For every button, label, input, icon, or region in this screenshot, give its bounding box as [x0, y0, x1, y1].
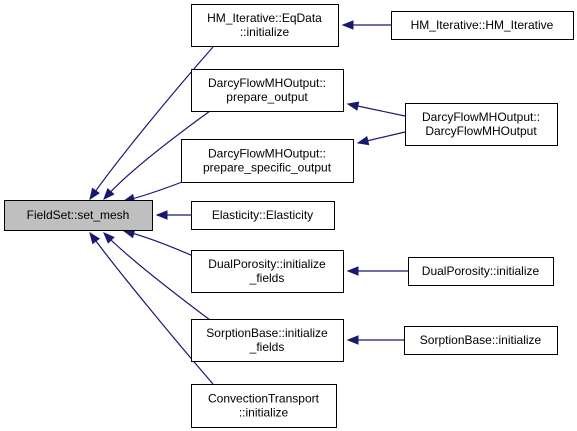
arrow-head-icon: [103, 188, 115, 200]
edge-n8-to-n7: [346, 266, 408, 276]
graph-node-n1[interactable]: HM_Iterative::EqData::initialize: [191, 4, 339, 47]
node-label: FieldSet::set_mesh: [27, 208, 130, 222]
node-label: DarcyFlowMHOutput::: [422, 110, 540, 124]
root-node-box: [4, 200, 153, 231]
arrow-head-icon: [346, 266, 359, 276]
edge-n7-to-n0: [122, 229, 201, 260]
node-label: ::initialize: [240, 25, 290, 39]
arrow-head-icon: [356, 135, 370, 146]
node-label: DualPorosity::initialize: [422, 264, 540, 278]
edge-n1-to-n0: [89, 46, 214, 201]
node-box: [191, 319, 344, 362]
arrow-head-icon: [103, 232, 115, 244]
node-label: DarcyFlowMHOutput::: [208, 147, 326, 161]
edge-n6-to-n0: [155, 210, 191, 220]
node-label: ::initialize: [239, 406, 289, 420]
edge-line: [103, 232, 211, 321]
node-label: SorptionBase::initialize: [420, 333, 542, 347]
arrow-head-icon: [346, 335, 359, 345]
arrow-head-icon: [346, 101, 360, 111]
edge-line: [103, 110, 211, 200]
node-label: DarcyFlowMHOutput: [425, 124, 537, 138]
graph-node-n6[interactable]: Elasticity::Elasticity: [191, 201, 335, 230]
edge-n9-to-n0: [103, 232, 211, 321]
node-label: HM_Iterative::EqData: [207, 11, 322, 25]
edge-n11-to-n0: [89, 231, 214, 385]
graph-node-n10[interactable]: SorptionBase::initialize: [404, 326, 558, 355]
node-box: [191, 250, 344, 293]
edge-line: [123, 230, 201, 260]
graph-node-n4[interactable]: DarcyFlowMHOutput::DarcyFlowMHOutput: [405, 103, 558, 146]
edge-line: [89, 232, 214, 385]
arrow-head-icon: [341, 20, 354, 30]
node-box: [391, 11, 574, 40]
node-label: SorptionBase::initialize: [206, 326, 328, 340]
graph-node-n9[interactable]: SorptionBase::initialize_fields: [191, 319, 344, 362]
node-label: _fields: [249, 340, 285, 354]
node-label: prepare_specific_output: [203, 161, 332, 175]
node-label: ConvectionTransport: [208, 392, 320, 406]
node-label: DualPorosity::initialize: [208, 257, 326, 271]
node-box: [191, 384, 337, 428]
node-label: Elasticity::Elasticity: [212, 208, 313, 222]
graph-node-n5[interactable]: DarcyFlowMHOutput::prepare_specific_outp…: [181, 139, 354, 183]
node-label: _fields: [249, 271, 285, 285]
node-box: [191, 4, 339, 47]
node-label: HM_Iterative::HM_Iterative: [411, 18, 554, 32]
edge-line: [89, 46, 214, 200]
graph-node-n0[interactable]: FieldSet::set_mesh: [4, 200, 153, 231]
edge-n4-to-n5: [356, 131, 406, 146]
edge-n3-to-n0: [103, 110, 211, 200]
graph-node-n11[interactable]: ConvectionTransport::initialize: [191, 384, 337, 428]
graph-node-n2[interactable]: HM_Iterative::HM_Iterative: [391, 11, 574, 40]
edge-n10-to-n9: [346, 335, 404, 345]
node-box: [181, 139, 354, 183]
node-label: prepare_output: [226, 90, 308, 104]
arrow-head-icon: [89, 231, 101, 245]
arrow-head-icon: [155, 210, 168, 220]
node-box: [191, 69, 344, 112]
edge-n2-to-n1: [341, 20, 391, 30]
nodes-layer: FieldSet::set_mesh HM_Iterative::EqData::…: [4, 4, 574, 428]
graph-node-n3[interactable]: DarcyFlowMHOutput::prepare_output: [191, 69, 344, 112]
node-box: [405, 103, 558, 146]
node-box: [404, 326, 558, 355]
graph-node-n7[interactable]: DualPorosity::initialize_fields: [191, 250, 344, 293]
node-box: [191, 201, 335, 230]
edge-n4-to-n3: [346, 101, 406, 117]
node-label: DarcyFlowMHOutput::: [208, 76, 326, 90]
graph-node-n8[interactable]: DualPorosity::initialize: [408, 257, 554, 286]
node-box: [408, 257, 554, 286]
arrow-head-icon: [89, 187, 100, 201]
